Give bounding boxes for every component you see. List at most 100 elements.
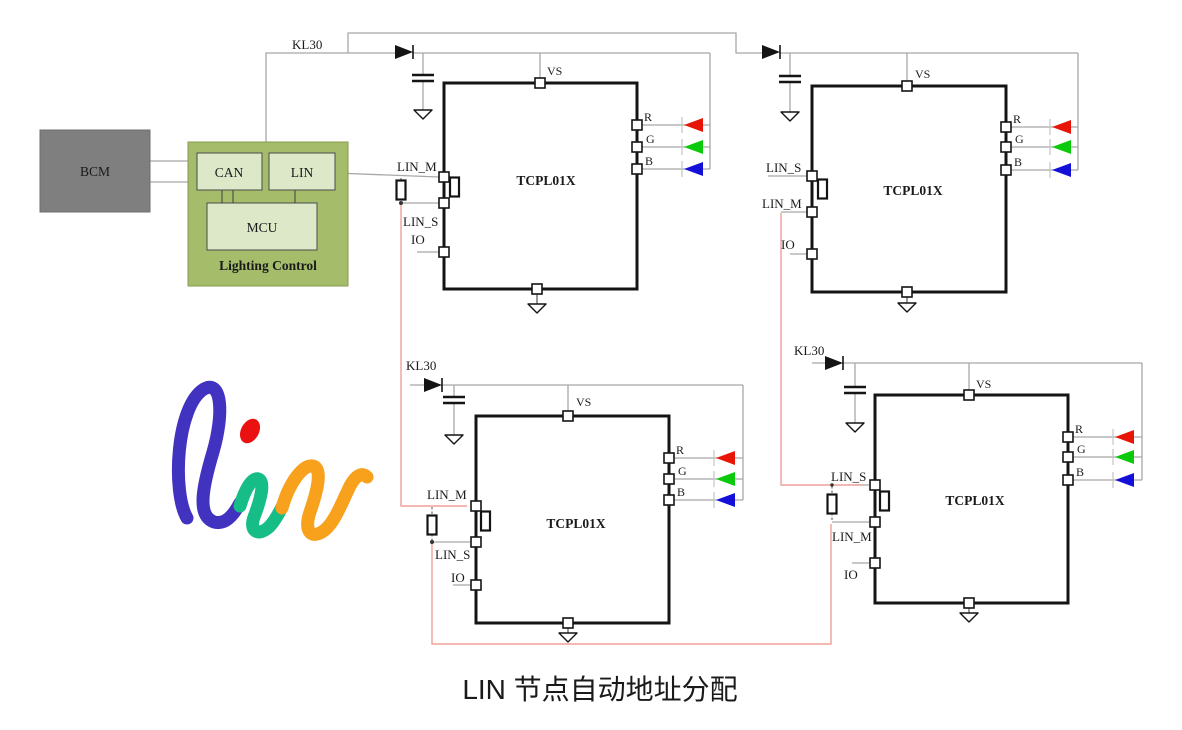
node2-r-label: R: [1013, 112, 1021, 126]
kl30-label-node3: KL30: [406, 358, 436, 373]
ground-icon: [845, 422, 865, 433]
led-red-icon: [681, 116, 704, 134]
node3-chip: [474, 414, 671, 625]
led-blue-icon: [713, 491, 736, 509]
lin-label: LIN: [291, 165, 314, 180]
resistor: [878, 490, 891, 512]
resistor: [448, 176, 461, 198]
ground-icon: [558, 632, 578, 643]
led-blue-icon: [1112, 471, 1135, 489]
node1-linm-label: LIN_M: [397, 159, 437, 174]
led-green-icon: [681, 138, 704, 156]
pull-resistor: [426, 514, 438, 536]
node3-vbat-rail: [410, 384, 744, 500]
node2-chip: [810, 84, 1008, 294]
node4-chip: [873, 393, 1070, 605]
diode-icon: [761, 44, 781, 60]
bcm-block: [39, 129, 151, 213]
ground-icon: [897, 302, 917, 313]
node1-b-label: B: [645, 154, 653, 168]
node1-r-label: R: [644, 110, 652, 124]
node4-b-label: B: [1076, 465, 1084, 479]
gray-wires: [150, 32, 1143, 586]
led-red-icon: [1049, 118, 1072, 136]
chip-boxes: [442, 81, 1070, 625]
node2-vs-label: VS: [915, 67, 930, 81]
node3-vs-label: VS: [576, 395, 591, 409]
node2-b-label: B: [1014, 155, 1022, 169]
node1-g-label: G: [646, 132, 655, 146]
kl30-bypass-wire: [347, 32, 762, 54]
node1-pin-stubs: [401, 202, 439, 253]
node4-vbat-rail: [812, 362, 1143, 480]
module-connectors: [221, 190, 296, 203]
node2-g-label: G: [1015, 132, 1024, 146]
kl30-feed-wire: [265, 52, 395, 142]
bcm-label: BCM: [80, 164, 110, 179]
mcu-block: [206, 202, 318, 251]
node2-part-label: TCPL01X: [883, 183, 943, 198]
diode-icon: [394, 44, 414, 60]
lin-bus-wire: [334, 172, 440, 178]
node3-lins-label: LIN_S: [435, 547, 470, 562]
lin-block: [268, 152, 336, 191]
can-block: [196, 152, 263, 191]
node2-io-label: IO: [781, 237, 795, 252]
capacitor-icon: [410, 73, 436, 83]
node4-part-label: TCPL01X: [945, 493, 1005, 508]
diode-icon: [423, 377, 443, 393]
node3-g-label: G: [678, 464, 687, 478]
node4-vs-label: VS: [976, 377, 991, 391]
node3-pin-stubs: [432, 541, 471, 586]
node1-vbat-rail: [413, 52, 711, 169]
led-blue-icon: [1049, 161, 1072, 179]
daisy-chain-wires: [400, 204, 861, 645]
node3-io-label: IO: [451, 570, 465, 585]
node3-b-label: B: [677, 485, 685, 499]
led-green-icon: [713, 470, 736, 488]
led-red-icon: [1112, 428, 1135, 446]
ground-icon: [527, 303, 547, 314]
node2-vbat-rail: [780, 52, 1079, 170]
node2-linm-label: LIN_M: [762, 196, 802, 211]
node3-part-label: TCPL01X: [546, 516, 606, 531]
node4-linm-label: LIN_M: [832, 529, 872, 544]
led-red-icon: [713, 449, 736, 467]
node4-lins-label: LIN_S: [831, 469, 866, 484]
figure-caption: LIN 节点自动地址分配: [462, 674, 737, 705]
node1-part-label: TCPL01X: [516, 173, 576, 188]
node3-r-label: R: [676, 443, 684, 457]
node1-io-label: IO: [411, 232, 425, 247]
node4-io-label: IO: [844, 567, 858, 582]
pin-labels: VS VS VS VS LIN_M LIN_S IO LIN_S LIN_M I…: [397, 64, 1086, 585]
logo-letter-i: [233, 472, 289, 539]
node3-linm-label: LIN_M: [427, 487, 467, 502]
kl30-label-top: KL30: [292, 37, 322, 52]
ground-icon: [959, 612, 979, 623]
node4-g-label: G: [1077, 442, 1086, 456]
node1-vs-label: VS: [547, 64, 562, 78]
logo-letter-n: [275, 459, 374, 541]
logo-i-dot: [239, 418, 261, 444]
ground-icon: [413, 109, 433, 120]
node1-lins-label: LIN_S: [403, 214, 438, 229]
diode-icon: [824, 355, 844, 371]
ground-icon: [780, 111, 800, 122]
capacitor-icon: [842, 385, 868, 395]
chain-wire-node3-to-node4: [431, 524, 832, 645]
led-blue-icon: [681, 160, 704, 178]
node2-lins-label: LIN_S: [766, 160, 801, 175]
kl30-label-node4: KL30: [794, 343, 824, 358]
lin-logo: [171, 380, 374, 541]
led-green-icon: [1049, 138, 1072, 156]
capacitor-icon: [441, 395, 467, 405]
pull-resistor: [395, 179, 407, 201]
chain-wire-node4-to-node2: [780, 213, 861, 486]
chain-wire-node1-to-node3: [400, 204, 467, 507]
lighting-control-label: Lighting Control: [219, 258, 317, 273]
node2-pin-stubs: [768, 175, 807, 255]
node1-chip: [442, 81, 639, 291]
capacitor-icon: [777, 74, 803, 84]
can-label: CAN: [215, 165, 244, 180]
